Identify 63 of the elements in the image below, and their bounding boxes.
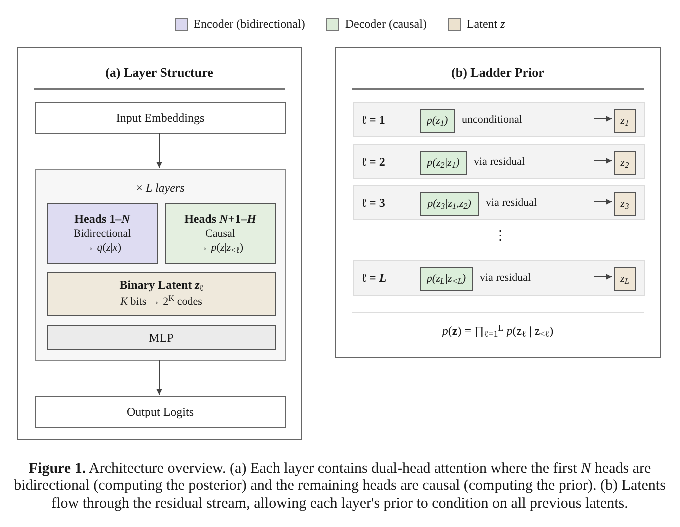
ladder-row — [353, 102, 645, 137]
arrow — [594, 199, 612, 205]
row-note: unconditional — [462, 112, 522, 128]
formula-label: z$_{3}$ — [620, 196, 630, 212]
box-heading: Heads 1–N — [74, 212, 130, 226]
panel-title: (a) Layer Structure — [106, 64, 214, 82]
box-label: Bidirectional — [74, 226, 132, 240]
box-label: Input Embeddings — [116, 110, 205, 127]
arrow — [594, 274, 612, 280]
ladder-row — [353, 144, 645, 179]
ladder-row — [353, 260, 645, 296]
latent-box — [614, 192, 636, 216]
formula-label: p(z$_{L}$|z$_{<L}$) — [426, 272, 466, 288]
latent-box — [47, 272, 276, 316]
figure-caption: Figure 1. Architecture overview. (a) Each layer contains dual-head attention where the first N heads are bidirectional (computing the posterior) and the remaining heads are causal (computing the prior). (b) Latents flow through the residual stream, allowing each layer's prior to condition on all previous latents. — [13, 461, 667, 513]
prior-box — [420, 192, 479, 216]
row-note: via residual — [480, 270, 532, 286]
prior-box — [420, 151, 467, 175]
formula-label: p(z$_{1}$) — [426, 114, 448, 130]
formula-text: p(z) = ∏$_{ℓ=1}$$^{L}$ p(z$_{ℓ}$ | z$_{<ℓ}$) — [442, 322, 554, 340]
formula-label: p(z$_{3}$|z$_{1}$,z$_{2}$) — [428, 196, 472, 212]
arrow — [594, 116, 612, 122]
arrow — [156, 360, 162, 396]
row-label: ℓ = L — [362, 270, 387, 287]
formula-label: z$_{L}$ — [620, 272, 630, 288]
panel — [17, 47, 302, 440]
latent-box — [614, 109, 636, 133]
box-label: MLP — [149, 330, 174, 346]
row-label: ℓ = 3 — [362, 194, 386, 212]
box-label: Output Logits — [126, 404, 194, 421]
layer-stack-box — [35, 169, 286, 361]
mlp-box — [47, 325, 276, 350]
row-note: via residual — [474, 154, 526, 170]
box-label: Causal — [206, 226, 236, 240]
panel — [335, 47, 661, 358]
panel-title: (b) Ladder Prior — [452, 64, 544, 82]
row-note: via residual — [486, 195, 538, 210]
row-label: ℓ = 1 — [362, 112, 386, 128]
decoder-heads-box — [165, 203, 276, 264]
arrow — [156, 132, 162, 168]
box-label: K bits → 2$^{K}$ codes — [120, 294, 202, 310]
ladder-row — [353, 185, 645, 220]
legend-label: Decoder (causal) — [345, 16, 427, 32]
prior-box — [420, 267, 473, 291]
group-label: × L layers — [136, 180, 185, 197]
box-heading: Heads N+1–H — [184, 212, 256, 226]
prior-box — [420, 109, 455, 133]
process-box — [35, 102, 286, 134]
legend-label: Latent z — [466, 16, 506, 32]
box-heading: Binary Latent z$_{ℓ}$ — [120, 277, 204, 294]
latent-box — [614, 267, 636, 291]
row-label: ℓ = 2 — [362, 154, 386, 170]
formula-label: z$_{1}$ — [620, 114, 630, 130]
formula-label: → p(z|z$_{<ℓ}$) — [198, 240, 244, 256]
latent-box — [614, 151, 636, 175]
vertical-ellipsis: ⋮ — [494, 227, 507, 245]
formula-label: z$_{2}$ — [620, 156, 630, 172]
arrow — [594, 158, 612, 164]
formula-label: p(z$_{2}$|z$_{1}$) — [427, 156, 460, 172]
encoder-heads-box — [47, 203, 158, 264]
formula-label: → q(z|x) — [84, 240, 122, 256]
legend-label: Encoder (bidirectional) — [194, 16, 306, 32]
process-box — [35, 396, 286, 428]
